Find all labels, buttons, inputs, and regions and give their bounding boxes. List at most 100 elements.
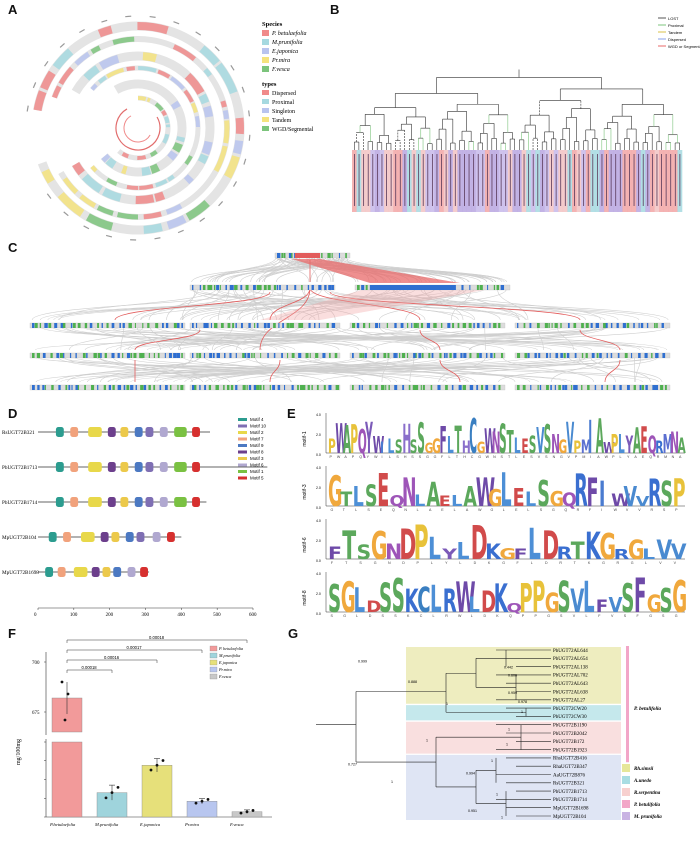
motif-block [120, 427, 129, 437]
gene-marker [287, 353, 289, 358]
spiral-segment [106, 177, 118, 186]
gene-marker [383, 353, 387, 358]
leaf-label-text [496, 154, 497, 206]
logo-letter: L [583, 573, 595, 622]
synteny-link [392, 288, 476, 321]
leaf-label-text [647, 154, 649, 206]
logo-letter: S [379, 576, 392, 622]
synteny-link [178, 326, 201, 351]
gene-marker [267, 285, 271, 290]
logo-letter: V [671, 540, 687, 564]
motif-block [127, 567, 136, 577]
gene-marker [232, 285, 234, 290]
gene-marker [585, 353, 588, 358]
logo-position-letter: S [331, 614, 334, 618]
spiral-tick-mark [125, 15, 132, 18]
logo-position-letter: D [402, 561, 405, 565]
synteny-link [217, 288, 527, 321]
leaf-label-text [665, 154, 667, 206]
gene-marker [558, 385, 561, 390]
logo-letter: A [343, 418, 351, 463]
gene-marker [536, 323, 540, 328]
leaf-label-text [528, 154, 530, 206]
logo-position-letter: H [463, 455, 466, 459]
gene-marker [273, 323, 276, 328]
spiral-tick-mark [46, 193, 52, 199]
logo-letter: I [380, 440, 384, 458]
gene-marker [581, 385, 583, 390]
logo-position-letter: L [454, 508, 456, 512]
motif-block [88, 427, 102, 437]
motif-block [70, 497, 79, 507]
gene-marker [153, 353, 155, 358]
logo-position-letter: R [616, 561, 619, 565]
synteny-ribbon-highlight [292, 259, 460, 283]
logo-position-letter: S [624, 614, 627, 618]
gene-marker [493, 385, 496, 390]
synteny-link [214, 326, 351, 351]
logo-position-letter: C [420, 614, 423, 618]
gene-marker [493, 285, 496, 290]
spiral-segment [154, 102, 164, 112]
gene-marker [117, 353, 120, 358]
gene-marker [575, 385, 578, 390]
logo-position-letter: V [626, 508, 629, 512]
gene-marker [60, 323, 64, 328]
spiral-tick-mark [173, 21, 180, 25]
chromosome-bar [189, 384, 341, 391]
gene-marker [458, 385, 462, 390]
logo-letter: R [443, 584, 457, 621]
spiral-segment [112, 36, 135, 45]
gene-marker [240, 285, 243, 290]
x-tick-label: Pr.mira [184, 822, 200, 827]
motif-block [140, 567, 149, 577]
spiral-segment [126, 184, 139, 191]
synteny-link-highlight [329, 291, 581, 321]
logo-position-letter: V [567, 455, 570, 459]
synteny-link [156, 356, 443, 383]
leaf-label-text [422, 154, 424, 206]
gene-marker [479, 353, 482, 358]
spiral-segment [201, 140, 213, 155]
logo-letter: R [556, 544, 572, 563]
gene-marker [248, 385, 252, 390]
spiral-tick-mark [130, 239, 137, 241]
spiral-segment [143, 223, 163, 234]
spiral-segment [164, 116, 170, 124]
logo-letter: S [660, 476, 673, 515]
synteny-link [216, 256, 280, 283]
logo-letter: T [571, 537, 586, 565]
gene-marker [256, 385, 260, 390]
motif-legend-label: Motif 7 [250, 437, 264, 442]
gene-marker [216, 285, 220, 290]
gene-marker [267, 353, 269, 358]
logo-letter: P [414, 515, 429, 571]
logo-letter: V [656, 534, 672, 565]
gene-marker [225, 285, 227, 290]
gene-marker [164, 353, 166, 358]
gene-marker [283, 253, 286, 258]
gene-marker [277, 253, 281, 258]
type-swatch [262, 126, 269, 131]
logo-position-letter: L [356, 614, 358, 618]
motif-block [107, 427, 116, 437]
chromosome-bar [29, 352, 186, 359]
logo-letter: D [366, 598, 381, 616]
gene-marker [524, 353, 528, 358]
motif-legend-label: Motif 8 [250, 450, 264, 455]
leaf-label-text [491, 154, 493, 206]
gene-marker [361, 285, 365, 290]
motif-block [192, 497, 200, 507]
logo-position-letter: W [337, 455, 341, 459]
synteny-link [189, 288, 606, 321]
leaf-label-text [409, 154, 410, 206]
group-label: P. betulifolia [634, 706, 661, 712]
leaf-label-text [473, 154, 475, 206]
spiral-segment [121, 165, 128, 175]
type-swatch [262, 99, 269, 104]
synteny-link [550, 356, 604, 383]
leaf-label-text [670, 154, 672, 206]
spiral-track [71, 51, 215, 205]
gene-marker [457, 323, 460, 328]
logo-position-letter: G [343, 614, 346, 618]
